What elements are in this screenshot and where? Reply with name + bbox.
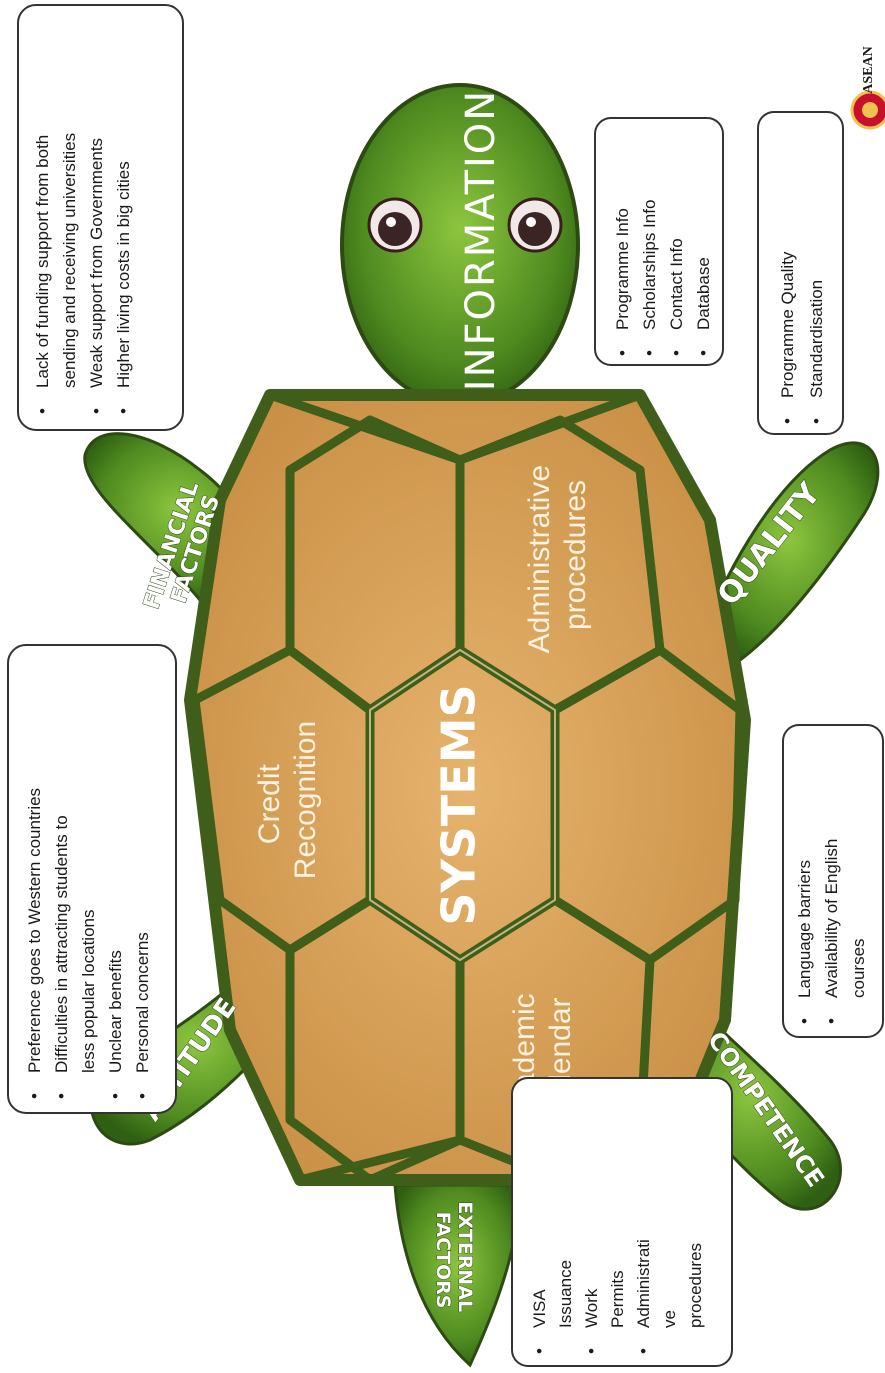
administrative-procedures-label: Administrative procedures <box>523 457 592 654</box>
financial-bullet-line: Weak support from Governments <box>87 138 106 388</box>
external-factors-box: • VISA Issuance • Work Permits • Administrati ve… <box>511 1077 733 1367</box>
bullet-icon: • <box>114 408 133 414</box>
information-box: • Programme Info • Scholarships Info • Contac… <box>594 117 724 366</box>
quality-flipper <box>698 441 880 662</box>
bullet-icon: • <box>640 350 659 356</box>
attitude-bullet-line: Preference goes to Western countries <box>25 788 44 1073</box>
asean-logo: ASEAN <box>850 46 885 130</box>
quality-box: • Programme Quality • Standardisation <box>757 111 844 435</box>
quality-bullet-line: Programme Quality <box>778 251 797 398</box>
external-factors-label: EXTERNAL FACTORS <box>432 1201 476 1319</box>
bullet-icon: • <box>106 1093 125 1099</box>
systems-label: SYSTEMS <box>432 684 486 925</box>
external-bullet-line: Permits <box>608 1270 627 1328</box>
attitude-bullet-line: Personal concerns <box>133 932 152 1073</box>
external-bullet-line: ve <box>660 1310 679 1328</box>
attitude-bullet-line: Unclear benefits <box>106 950 125 1073</box>
external-bullet-line: Administrati <box>634 1239 653 1328</box>
external-bullet-line: Work <box>582 1288 601 1328</box>
information-label: INFORMATION <box>458 89 504 391</box>
left-eye-icon <box>367 197 423 253</box>
bullet-icon: • <box>778 418 797 424</box>
bullet-icon: • <box>530 1348 549 1354</box>
external-bullet-line: Issuance <box>556 1260 575 1328</box>
competence-box: • Language barriers • Availability of Engli… <box>782 724 884 1038</box>
competence-bullet-line: Availability of English <box>822 839 841 998</box>
bullet-icon: • <box>33 408 52 414</box>
information-bullet-line: Database <box>694 257 713 330</box>
information-bullet-line: Scholarships Info <box>640 200 659 330</box>
external-bullet-line: procedures <box>686 1243 705 1328</box>
attitude-bullet-line: Difficulties in attracting students to <box>52 815 71 1073</box>
bullet-icon: • <box>807 418 826 424</box>
attitude-bullet-line: less popular locations <box>79 910 98 1073</box>
turtle-head: INFORMATION <box>340 83 580 407</box>
bullet-icon: • <box>25 1093 44 1099</box>
bullet-icon: • <box>52 1093 71 1099</box>
bullet-icon: • <box>613 350 632 356</box>
asean-logo-text: ASEAN <box>861 46 876 93</box>
financial-bullet-line: Higher living costs in big cities <box>114 161 133 388</box>
credit-recognition-label: Credit Recognition <box>253 721 322 879</box>
information-bullet-line: Programme Info <box>613 208 632 330</box>
bullet-icon: • <box>822 1018 841 1024</box>
quality-bullet-line: Standardisation <box>807 280 826 398</box>
financial-bullet-line: Lack of funding support from both <box>33 135 52 388</box>
competence-bullet-line: Language barriers <box>795 860 814 998</box>
bullet-icon: • <box>634 1348 653 1354</box>
financial-bullet-line: sending and receiving universities <box>60 133 79 388</box>
turtle-shell: Administrative procedures Credit Recogni… <box>184 389 751 1186</box>
bullet-icon: • <box>795 1018 814 1024</box>
information-bullet-line: Contact Info <box>667 238 686 330</box>
bullet-icon: • <box>582 1348 601 1354</box>
attitude-box: • Preference goes to Western countries • Di… <box>7 644 177 1114</box>
bullet-icon: • <box>133 1093 152 1099</box>
competence-bullet-line: courses <box>849 938 868 998</box>
right-eye-icon <box>507 197 563 253</box>
external-bullet-line: VISA <box>530 1289 549 1328</box>
bullet-icon: • <box>87 408 106 414</box>
bullet-icon: • <box>694 350 713 356</box>
financial-factors-box: • Lack of funding support from both sendin… <box>17 4 184 431</box>
bullet-icon: • <box>667 350 686 356</box>
